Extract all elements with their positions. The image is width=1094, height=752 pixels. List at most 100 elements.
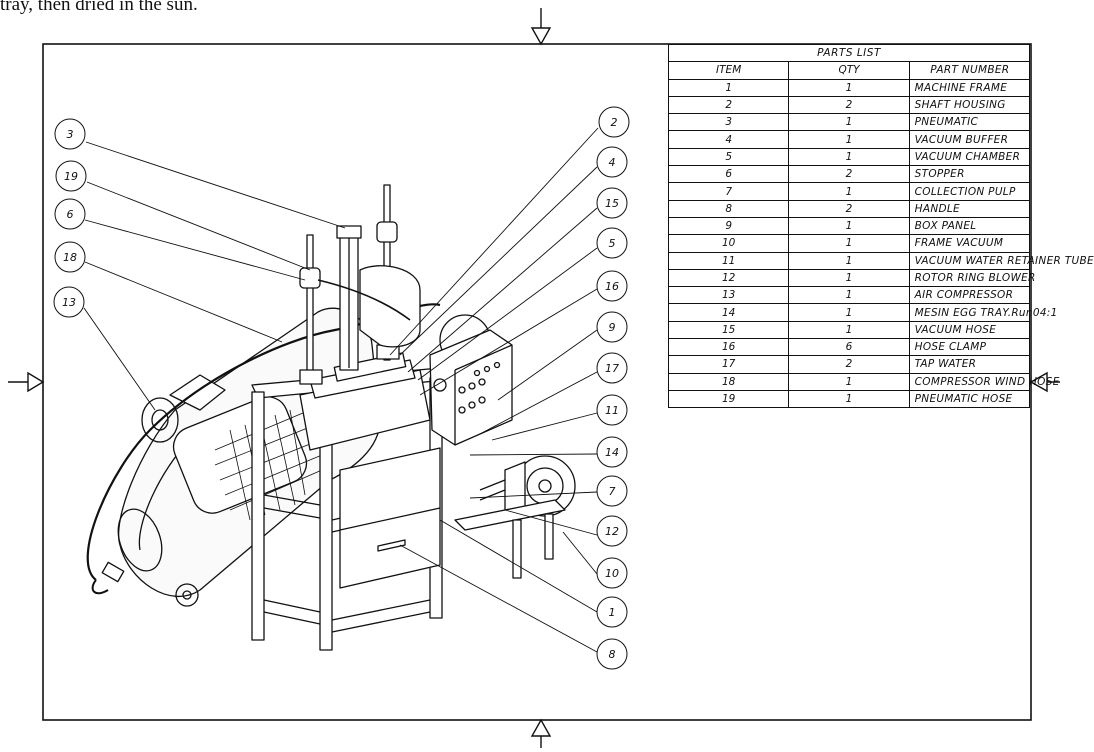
item-cell: 3 bbox=[667, 113, 790, 132]
caption-text: tray, then dried in the sun. bbox=[0, 0, 198, 15]
balloon-12: 12 bbox=[596, 515, 628, 547]
part-number-cell: STOPPER bbox=[908, 165, 1031, 184]
item-cell: 2 bbox=[667, 95, 790, 115]
balloon-label: 10 bbox=[605, 567, 619, 580]
balloon-7: 7 bbox=[596, 475, 628, 507]
part-number-cell: VACUUM BUFFER bbox=[908, 130, 1031, 149]
part-number-cell: HANDLE bbox=[908, 199, 1031, 218]
item-cell: 4 bbox=[667, 130, 790, 149]
header-item: ITEM bbox=[667, 61, 790, 80]
parts-list-title-row: PARTS LIST bbox=[668, 43, 1030, 63]
balloon-15: 15 bbox=[596, 187, 628, 219]
part-number-cell: TAP WATER bbox=[908, 355, 1031, 374]
part-number-cell: FRAME VACUUM bbox=[908, 234, 1031, 253]
part-number-cell: VACUUM CHAMBER bbox=[908, 147, 1031, 167]
balloon-11: 11 bbox=[596, 394, 628, 426]
item-cell: 11 bbox=[667, 251, 790, 270]
qty-cell: 2 bbox=[788, 199, 910, 218]
machine-illustration bbox=[86, 184, 576, 651]
balloon-16: 16 bbox=[596, 270, 628, 302]
ring-blower bbox=[479, 455, 576, 521]
qty-cell: 1 bbox=[788, 113, 910, 132]
qty-cell: 1 bbox=[788, 303, 910, 322]
leader-lines bbox=[83, 127, 599, 653]
qty-cell: 1 bbox=[788, 78, 910, 97]
balloon-label: 4 bbox=[609, 156, 616, 169]
pneumatic-cylinder bbox=[336, 225, 362, 371]
balloon-label: 12 bbox=[605, 525, 619, 538]
balloon-label: 15 bbox=[605, 197, 619, 210]
balloon-4: 4 bbox=[596, 146, 628, 178]
item-cell: 6 bbox=[667, 165, 790, 184]
qty-cell: 2 bbox=[788, 95, 910, 115]
balloon-8: 8 bbox=[596, 638, 628, 670]
part-number-cell: ROTOR RING BLOWER bbox=[908, 268, 1035, 288]
item-cell: 17 bbox=[667, 355, 790, 374]
part-number-cell: HOSE CLAMP bbox=[908, 338, 1031, 357]
header-qty: QTY bbox=[788, 61, 910, 80]
qty-cell: 1 bbox=[788, 182, 910, 201]
balloon-label: 17 bbox=[605, 362, 619, 375]
item-cell: 16 bbox=[667, 338, 790, 357]
item-cell: 5 bbox=[667, 147, 790, 167]
item-cell: 7 bbox=[667, 182, 790, 201]
part-number-cell: MESIN EGG TRAY.Run04:1 bbox=[908, 303, 1057, 322]
balloon-label: 3 bbox=[67, 128, 74, 141]
balloon-2: 2 bbox=[598, 106, 630, 138]
qty-cell: 6 bbox=[788, 338, 910, 357]
balloon-3: 3 bbox=[54, 118, 86, 150]
parts-list-header-row: ITEM QTY PART NUMBER bbox=[667, 61, 1031, 80]
item-cell: 12 bbox=[667, 268, 790, 288]
balloon-14: 14 bbox=[596, 436, 628, 468]
balloon-label: 16 bbox=[605, 280, 619, 293]
balloon-label: 9 bbox=[609, 321, 616, 334]
part-number-cell: PNEUMATIC bbox=[908, 113, 1031, 132]
item-cell: 15 bbox=[667, 320, 790, 340]
part-number-cell: MACHINE FRAME bbox=[908, 78, 1031, 97]
qty-cell: 1 bbox=[788, 251, 910, 270]
balloon-label: 7 bbox=[609, 485, 616, 498]
balloon-label: 18 bbox=[63, 251, 77, 264]
part-number-cell: VACUUM HOSE bbox=[908, 320, 1031, 340]
parts-list-title: PARTS LIST bbox=[668, 43, 1030, 63]
centering-marks bbox=[8, 8, 1060, 748]
frame-vacuum bbox=[454, 499, 566, 579]
balloon-6: 6 bbox=[54, 198, 86, 230]
pneumatic-hose bbox=[317, 279, 411, 321]
balloon-label: 11 bbox=[605, 404, 619, 417]
balloon-label: 6 bbox=[67, 208, 74, 221]
balloon-label: 14 bbox=[605, 446, 619, 459]
balloon-19: 19 bbox=[55, 160, 87, 192]
item-cell: 9 bbox=[667, 216, 790, 236]
balloon-18: 18 bbox=[54, 241, 86, 273]
balloon-label: 8 bbox=[609, 648, 616, 661]
balloon-1: 1 bbox=[596, 596, 628, 628]
box-panel bbox=[429, 329, 513, 446]
balloon-10: 10 bbox=[596, 557, 628, 589]
qty-cell: 2 bbox=[788, 165, 910, 184]
assembly-drawing: 3 19 6 18 13 2 4 15 5 16 9 17 11 14 7 12… bbox=[8, 8, 1060, 748]
qty-cell: 1 bbox=[788, 216, 910, 236]
part-number-cell: SHAFT HOUSING bbox=[908, 95, 1031, 115]
item-cell: 13 bbox=[667, 286, 790, 305]
part-number-cell: COLLECTION PULP bbox=[908, 182, 1031, 201]
qty-cell: 1 bbox=[788, 372, 910, 391]
part-number-cell: VACUUM WATER RETAINER TUBE bbox=[908, 251, 1094, 270]
qty-cell: 2 bbox=[788, 355, 910, 374]
balloons: 3 19 6 18 13 2 4 15 5 16 9 17 11 14 7 12… bbox=[53, 106, 630, 670]
balloon-label: 5 bbox=[609, 237, 616, 250]
